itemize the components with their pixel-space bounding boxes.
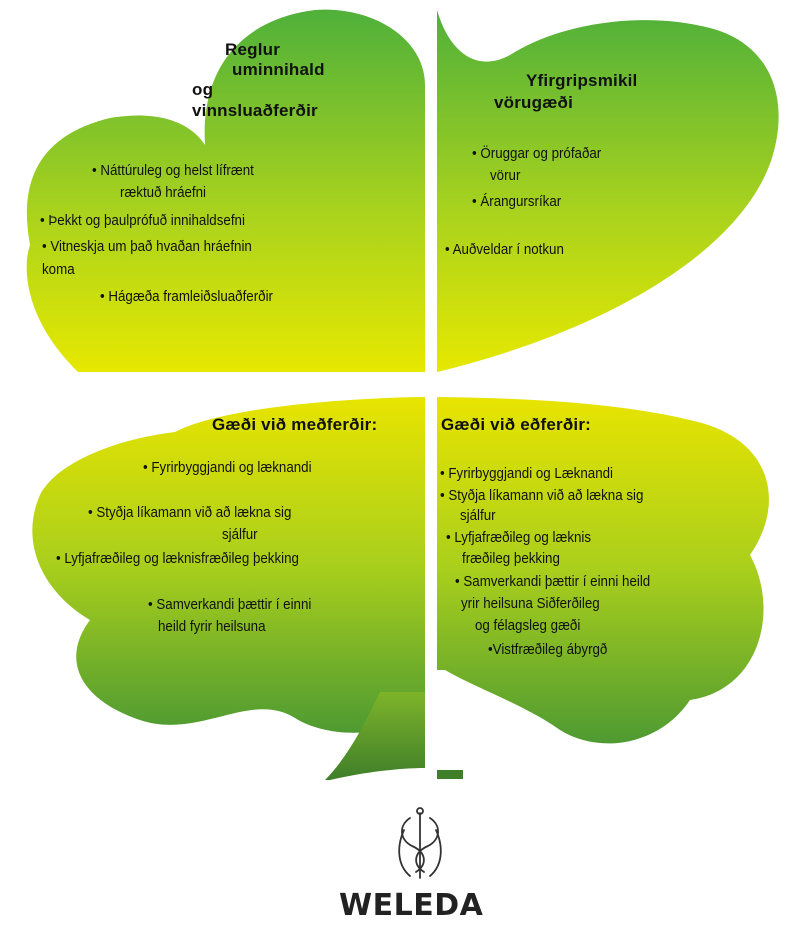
top-left-title-line-3: og: [192, 80, 214, 99]
top-left-title-line-2: uminnihald: [232, 60, 325, 79]
bottom-left-item-4: • Samverkandi þættir í einni: [148, 597, 312, 613]
leaf-bottom-right: [437, 397, 769, 744]
stem-right-piece: [437, 770, 463, 779]
top-right-title-line-1: Yfirgripsmikil: [526, 71, 638, 90]
bottom-right-item-3: • Lyfjafræðileg og læknis: [446, 530, 592, 546]
bottom-left-item-1: • Fyrirbyggjandi og læknandi: [143, 460, 312, 476]
top-left-item-1-cont: ræktuð hráefni: [120, 185, 207, 201]
top-right-item-3: • Auðveldar í notkun: [445, 242, 564, 258]
bottom-left-item-2: • Styðja líkamann við að lækna sig: [88, 505, 292, 521]
clover-stem: [325, 692, 425, 780]
bottom-left-item-2-cont: sjálfur: [222, 527, 258, 543]
top-left-title-line-1: Reglur: [225, 40, 281, 59]
bottom-right-item-5: og félagsleg gæði: [475, 618, 581, 634]
bottom-right-item-1: • Fyrirbyggjandi og Læknandi: [440, 466, 614, 482]
top-right-item-1: • Öruggar og prófaðar: [472, 146, 602, 162]
top-left-item-3: • Vitneskja um það hvaðan hráefnin: [42, 239, 252, 255]
bottom-right-item-2: • Styðja líkamann við að lækna sig: [440, 488, 644, 504]
top-right-item-2: • Árangursríkar: [472, 194, 562, 210]
bottom-right-item-3-cont: fræðileg þekking: [462, 551, 560, 567]
bottom-right-item-4: • Samverkandi þættir í einni heild: [455, 574, 651, 590]
bottom-right-item-4-cont: yrir heilsuna Siðferðileg: [461, 596, 600, 612]
bottom-left-item-4-cont: heild fyrir heilsuna: [158, 619, 266, 635]
top-left-title-line-4: vinnsluaðferðir: [192, 101, 318, 120]
leaf-top-right: [437, 10, 779, 372]
weleda-caduceus-icon: [398, 807, 442, 879]
bottom-left-title: Gæði við meðferðir:: [212, 415, 378, 434]
bottom-right-item-2-cont: sjálfur: [460, 508, 496, 524]
weleda-logo-text: WELEDA: [339, 888, 484, 923]
leaf-top-left: [26, 9, 425, 373]
top-left-item-3-cont: koma: [42, 262, 75, 278]
bottom-left-item-3: • Lyfjafræðileg og læknisfræðileg þekkin…: [56, 551, 299, 567]
top-right-title-line-2: vörugæði: [494, 93, 574, 112]
leaf-bottom-left: [32, 397, 425, 733]
top-left-item-2: • Þekkt og þaulprófuð innihaldsefni: [40, 213, 245, 229]
top-right-item-1-cont: vörur: [490, 168, 521, 184]
top-left-item-4: • Hágæða framleiðsluaðferðir: [100, 289, 273, 305]
bottom-right-title: Gæði við eðferðir:: [441, 415, 592, 434]
bottom-right-item-6: •Vistfræðileg ábyrgð: [488, 642, 608, 658]
top-left-item-1: • Náttúruleg og helst lífrænt: [92, 163, 254, 179]
